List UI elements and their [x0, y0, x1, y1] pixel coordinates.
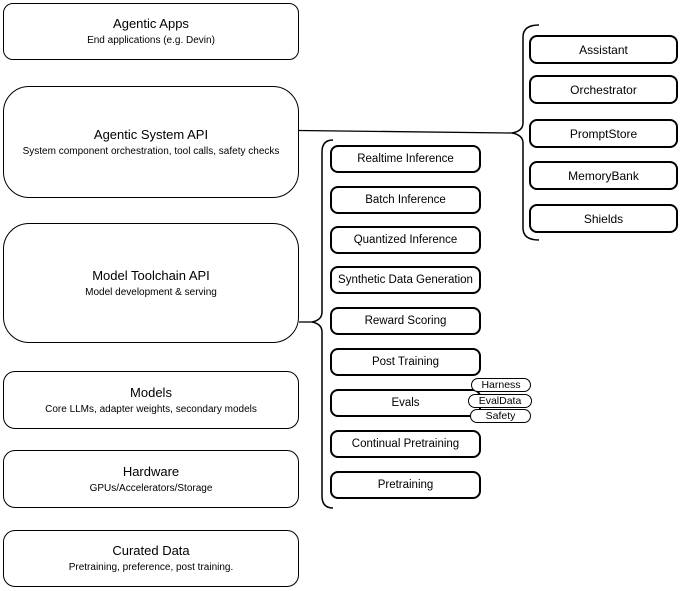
node-post-training: Post Training [330, 348, 481, 376]
node-models: Models Core LLMs, adapter weights, secon… [3, 371, 299, 429]
components-group-bracket [511, 24, 540, 241]
node-shields: Shields [529, 204, 678, 233]
node-quantized-inference: Quantized Inference [330, 226, 481, 254]
node-continual-pretraining: Continual Pretraining [330, 430, 481, 458]
node-title: Model Toolchain API [92, 267, 210, 283]
node-subtitle: End applications (e.g. Devin) [87, 35, 215, 46]
node-subtitle: Core LLMs, adapter weights, secondary mo… [45, 403, 257, 415]
node-title: Curated Data [112, 543, 190, 558]
system-api-to-components-connector [298, 129, 513, 134]
node-title: Agentic System API [93, 126, 209, 142]
node-batch-inference: Batch Inference [330, 186, 481, 214]
node-agentic-apps: Agentic Apps End applications (e.g. Devi… [3, 3, 299, 60]
node-hardware: Hardware GPUs/Accelerators/Storage [3, 450, 299, 508]
node-subtitle: Pretraining, preference, post training. [68, 562, 234, 573]
node-curated-data: Curated Data Pretraining, preference, po… [3, 530, 299, 587]
badge-harness: Harness [471, 378, 531, 392]
node-assistant: Assistant [529, 35, 678, 64]
node-evals: Evals [330, 389, 481, 417]
node-synthetic-data-generation: Synthetic Data Generation [330, 266, 481, 294]
node-title: Agentic Apps [113, 16, 189, 31]
node-title: Models [130, 384, 172, 400]
badge-evaldata: EvalData [468, 394, 532, 408]
node-subtitle: System component orchestration, tool cal… [22, 145, 280, 157]
node-memorybank: MemoryBank [529, 161, 678, 190]
node-promptstore: PromptStore [529, 119, 678, 148]
toolchain-group-bracket [311, 139, 334, 509]
node-reward-scoring: Reward Scoring [330, 307, 481, 335]
node-agentic-system-api: Agentic System API System component orch… [3, 86, 299, 198]
node-realtime-inference: Realtime Inference [330, 145, 481, 173]
node-title: Hardware [122, 463, 180, 479]
node-model-toolchain-api: Model Toolchain API Model development & … [3, 223, 299, 343]
node-subtitle: Model development & serving [85, 286, 217, 298]
node-orchestrator: Orchestrator [529, 75, 678, 104]
node-subtitle: GPUs/Accelerators/Storage [89, 482, 213, 494]
node-pretraining: Pretraining [330, 471, 481, 499]
badge-safety: Safety [470, 409, 531, 423]
